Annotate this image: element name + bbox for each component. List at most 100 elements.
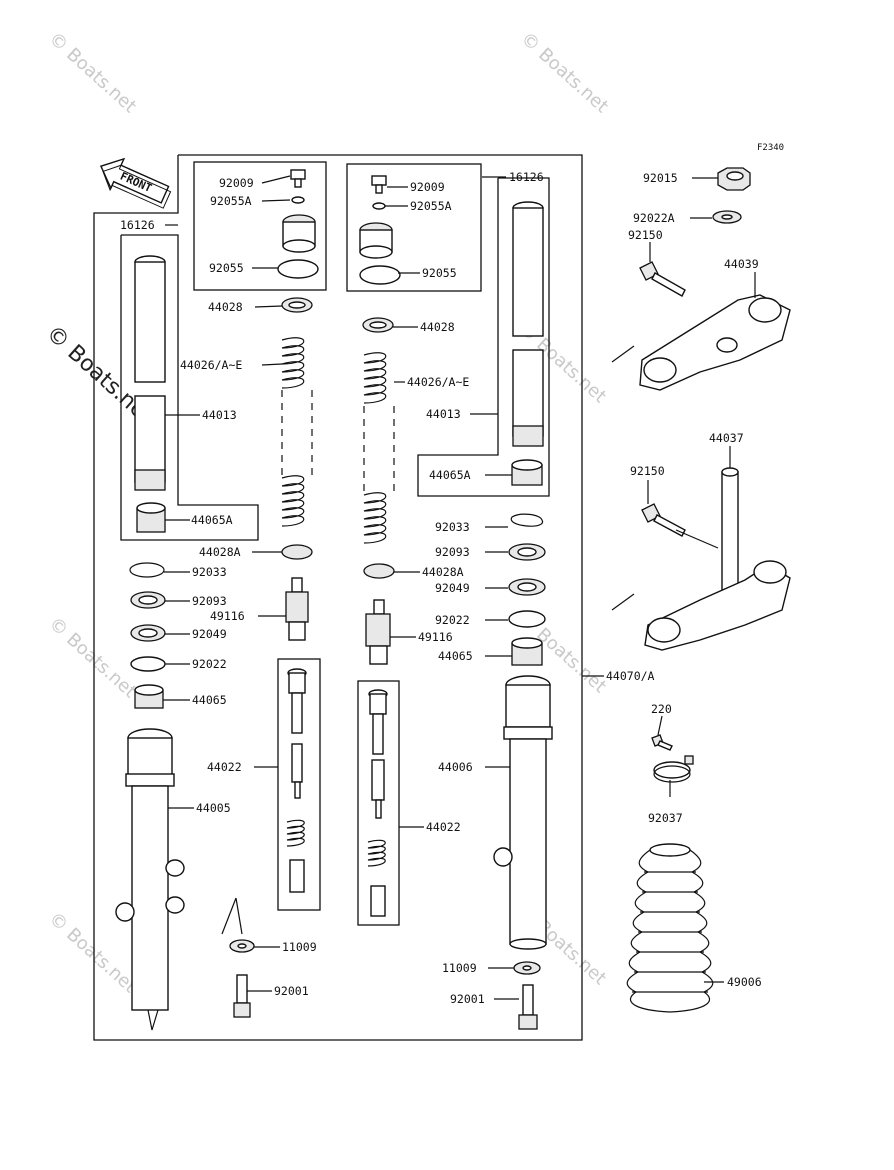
label-44026-left: 44026/A~E [180, 358, 242, 372]
watermark: © Boats.net [517, 28, 613, 117]
label-11009-right: 11009 [442, 961, 477, 975]
bushing-44065A-right [511, 459, 543, 486]
part-labels: 16126 92009 92055A 92055 44028 44026/A~E… [120, 170, 762, 1006]
label-92001-left: 92001 [274, 984, 309, 998]
seal-92093-right [508, 543, 546, 561]
label-49006: 49006 [727, 975, 762, 989]
label-92055A-left: 92055A [210, 194, 252, 208]
fork-assembly-frame [93, 154, 583, 1041]
label-44028A-left: 44028A [199, 545, 241, 559]
label-44026-right: 44026/A~E [407, 375, 469, 389]
label-92033-right: 92033 [435, 520, 470, 534]
label-92049-left: 92049 [192, 627, 227, 641]
label-16126-left: 16126 [120, 218, 155, 232]
clip-92033-right [510, 513, 543, 527]
bushing-44065-right [511, 637, 543, 666]
nut-92015 [717, 167, 751, 191]
label-92022-left: 92022 [192, 657, 227, 671]
label-44005: 44005 [196, 801, 231, 815]
bolt-92009-right [371, 175, 387, 194]
fork-boot-49006 [626, 843, 714, 1013]
label-44065A-right: 44065A [429, 468, 471, 482]
label-44006: 44006 [438, 760, 473, 774]
collar-44028A-right [363, 563, 395, 579]
label-92055-right: 92055 [422, 266, 457, 280]
label-92033-left: 92033 [192, 565, 227, 579]
seal-92049-right [508, 578, 546, 596]
label-44039: 44039 [724, 257, 759, 271]
label-92022A: 92022A [633, 211, 675, 225]
label-16126-right: 16126 [509, 170, 544, 184]
steering-parts [611, 167, 791, 1013]
label-92055-left: 92055 [209, 261, 244, 275]
label-44028A-right: 44028A [422, 565, 464, 579]
label-44065-right: 44065 [438, 649, 473, 663]
label-92093-left: 92093 [192, 594, 227, 608]
label-44013-right: 44013 [426, 407, 461, 421]
label-92009-right: 92009 [410, 180, 445, 194]
outer-tube-44006-right [493, 675, 553, 950]
outer-tube-44005-left [115, 728, 185, 1031]
damper-rod-44022-right [367, 689, 388, 917]
washer-11009-right [513, 961, 541, 975]
oring-92055A-right [372, 202, 386, 210]
collar-44028A-left [281, 544, 313, 560]
spring-44026-left [281, 337, 313, 527]
label-92015: 92015 [643, 171, 678, 185]
washer-11009-left [221, 897, 255, 953]
inner-tube-44013-right [512, 201, 544, 447]
washer-92022-right [508, 610, 546, 628]
label-49116-left: 49116 [210, 609, 245, 623]
watermark: © Boats.net [45, 28, 141, 117]
upper-bracket-44039 [611, 294, 791, 391]
valve-49116-left [285, 577, 309, 641]
label-44022-left: 44022 [207, 760, 242, 774]
bolt-92009-left [290, 169, 306, 188]
inner-tube-44013-left [134, 255, 166, 491]
oring-92055-right [359, 265, 401, 285]
clip-92033-left [129, 562, 165, 578]
watermark: © Boats.net [45, 613, 141, 702]
label-92022-right: 92022 [435, 613, 470, 627]
washer-92022A [712, 210, 742, 224]
label-92055A-right: 92055A [410, 199, 452, 213]
valve-49116-right [365, 599, 391, 665]
fork-cap-left [282, 214, 316, 253]
label-44028-right: 44028 [420, 320, 455, 334]
washer-92022-left [130, 656, 166, 672]
collar-44028-right [362, 317, 394, 333]
label-44037: 44037 [709, 431, 744, 445]
label-92001-right: 92001 [450, 992, 485, 1006]
seal-92049-left [130, 624, 166, 642]
bolt-92001-right [518, 984, 538, 1030]
bolt-92001-left [233, 974, 251, 1018]
steering-stem-44037 [721, 467, 739, 603]
label-220: 220 [651, 702, 672, 716]
bolt-92150-upper [639, 261, 686, 297]
clamp-92037 [653, 755, 694, 783]
screw-220 [651, 734, 673, 751]
figure-code: F2340 [757, 143, 784, 153]
oring-92055A-left [291, 196, 305, 204]
oring-92055-left [277, 259, 319, 279]
front-arrow-icon: FRONT [99, 157, 172, 209]
label-11009-left: 11009 [282, 940, 317, 954]
damper-rod-44022-left [286, 668, 307, 893]
label-92093-right: 92093 [435, 545, 470, 559]
label-44065-left: 44065 [192, 693, 227, 707]
label-92037: 92037 [648, 811, 683, 825]
spring-44026-right [363, 352, 395, 544]
lower-bracket [611, 529, 791, 651]
right-fork-parts [359, 175, 553, 1030]
label-44070: 44070/A [606, 669, 655, 683]
left-fork-parts [115, 169, 319, 1031]
label-44022-right: 44022 [426, 820, 461, 834]
label-92150-upper: 92150 [628, 228, 663, 242]
fork-cap-right [359, 222, 393, 259]
label-44013-left: 44013 [202, 408, 237, 422]
leader-lines [163, 175, 756, 1000]
label-92150-lower: 92150 [630, 464, 665, 478]
label-49116-right: 49116 [418, 630, 453, 644]
label-92009-left: 92009 [219, 176, 254, 190]
